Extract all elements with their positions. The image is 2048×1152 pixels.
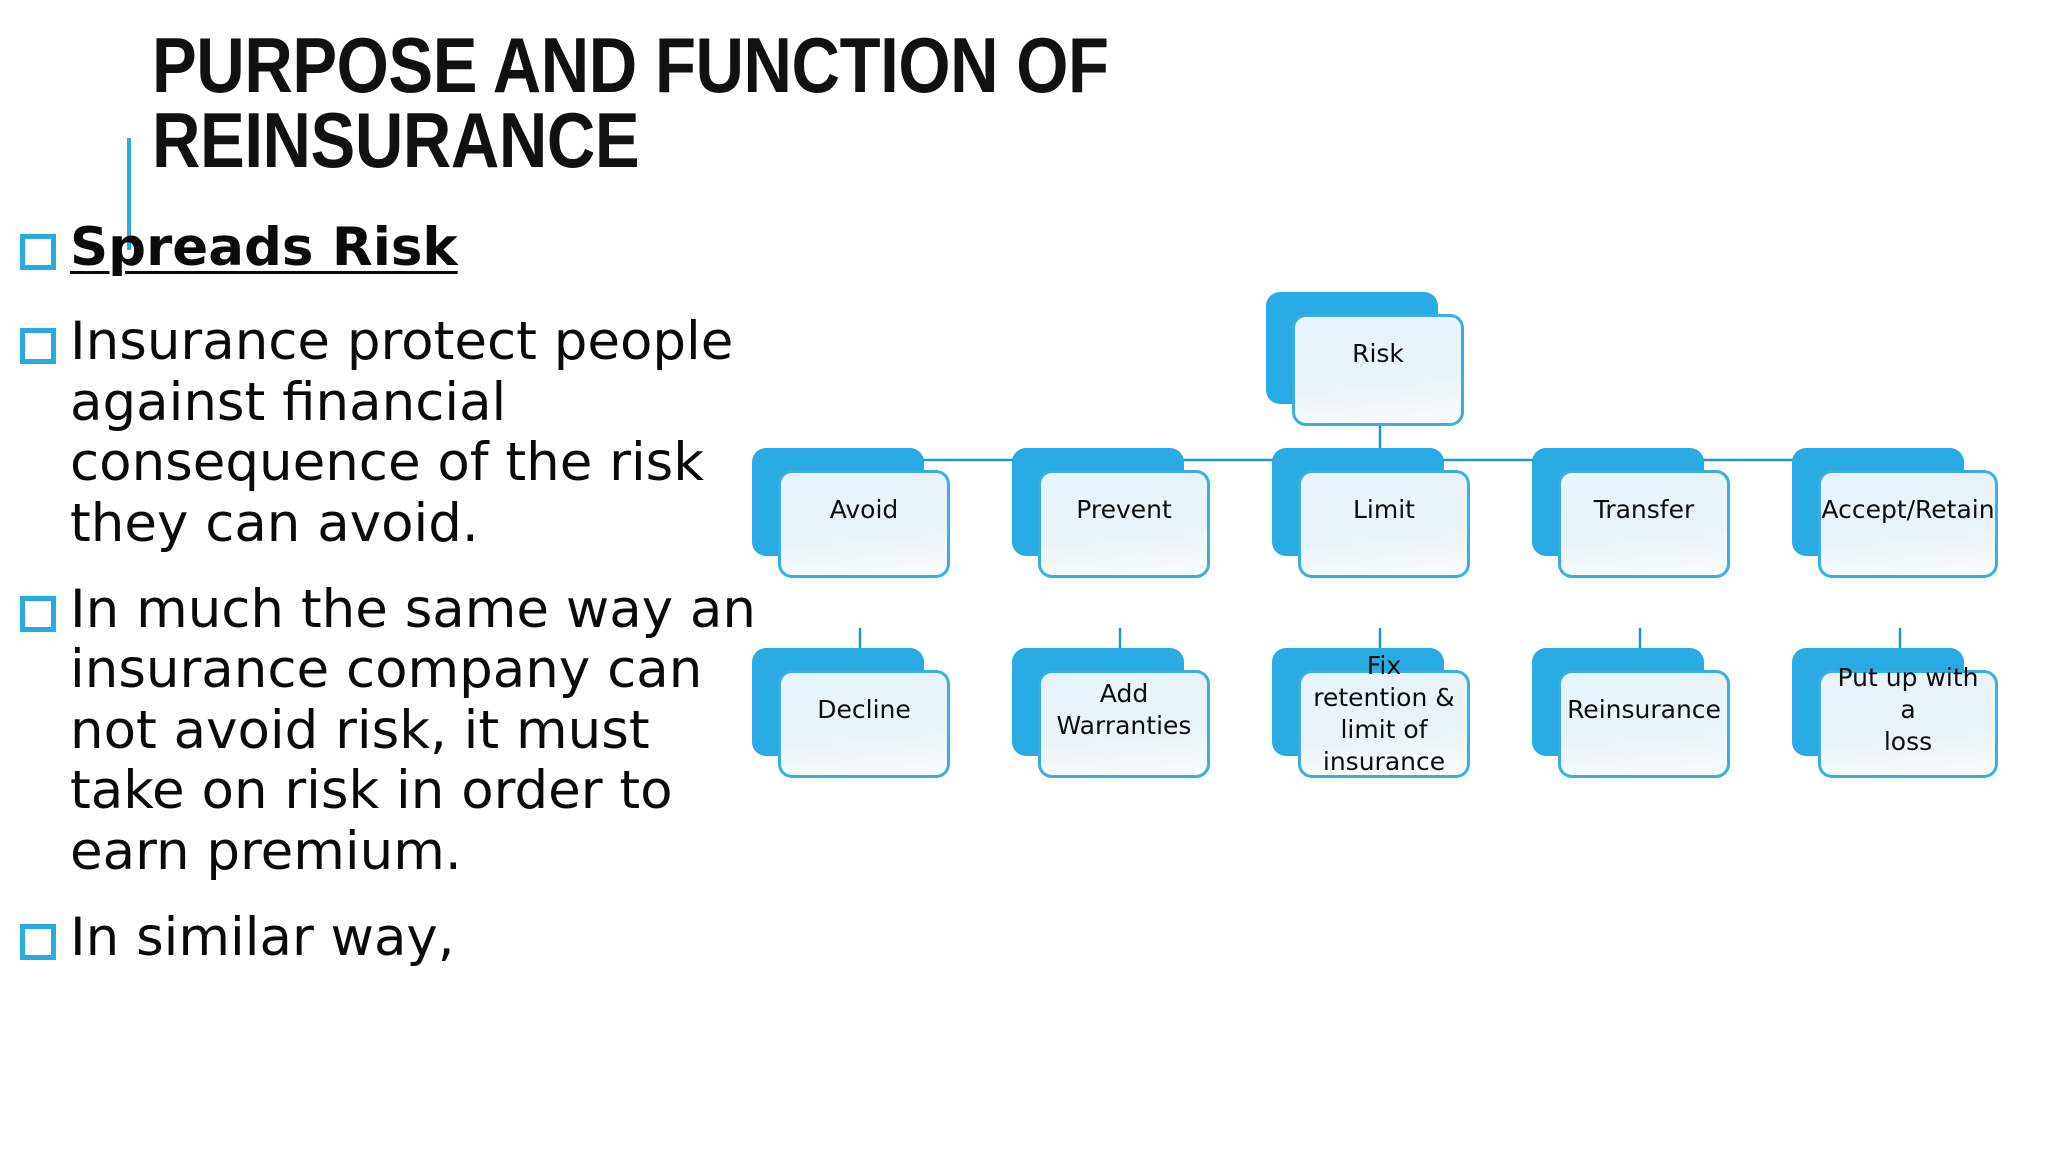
bullet-list: Spreads Risk Insurance protect people ag… [8,217,768,969]
node-faceplate: Fix retention & limit of insurance [1298,651,1470,778]
org-node-label: Put up with a loss [1837,663,1979,756]
checkbox-square-icon [20,234,56,270]
node-faceplate: Add Warranties [1038,670,1210,778]
node-faceplate: Avoid [778,470,950,578]
list-item: In similar way, [8,907,768,969]
org-node-label: Fix retention & limit of insurance [1313,651,1455,776]
node-faceplate: Put up with a loss [1818,663,1998,778]
org-node-label: Add Warranties [1056,679,1192,740]
org-node-label: Accept/Retain [1821,495,1995,524]
node-faceplate: Accept/Retain [1818,470,1998,578]
node-faceplate: Reinsurance [1558,670,1730,778]
node-faceplate: Decline [778,670,950,778]
checkbox-square-icon [20,596,56,633]
node-faceplate: Risk [1292,314,1464,426]
org-chart: Risk Avoid Prevent Limit Transfer [752,292,2048,960]
list-item-label: In similar way, [70,907,455,969]
org-node-label: Transfer [1593,495,1695,524]
checkbox-square-icon [20,328,56,365]
title-accent-bar [127,138,131,250]
node-faceplate: Prevent [1038,470,1210,578]
org-node-label: Reinsurance [1567,695,1721,724]
org-node-label: Risk [1352,339,1404,368]
checkbox-square-icon [20,924,56,961]
org-node-label: Limit [1353,495,1415,524]
org-node-label: Avoid [829,495,899,524]
list-item: Spreads Risk [8,217,768,278]
list-item-label: Insurance protect people against financi… [70,311,734,554]
list-item-label: Spreads Risk [70,217,458,278]
org-node-label: Decline [817,695,911,724]
node-faceplate: Transfer [1558,470,1730,578]
list-item: Insurance protect people against financi… [8,312,768,554]
page-title: PURPOSE AND FUNCTION OF REINSURANCE [152,21,1109,184]
node-faceplate: Limit [1298,470,1470,578]
org-node-label: Prevent [1076,495,1172,524]
list-item: In much the same way an insurance compan… [8,579,768,882]
list-item-label: In much the same way an insurance compan… [70,579,756,882]
